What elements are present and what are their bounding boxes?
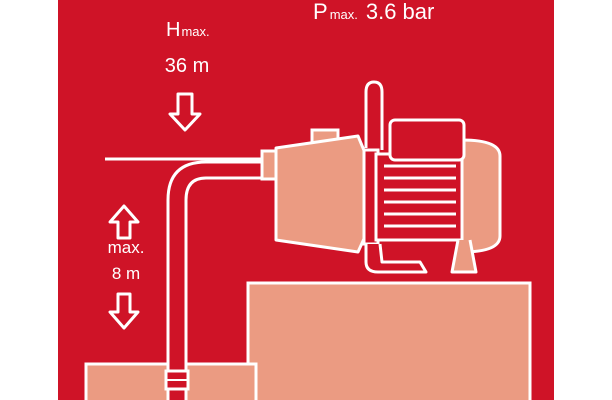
motor-end-cap bbox=[460, 138, 502, 254]
arrow-up-icon bbox=[108, 204, 140, 240]
pump-housing bbox=[274, 134, 370, 254]
head-value: 36 m bbox=[165, 55, 209, 77]
pressure-subscript: max. bbox=[330, 7, 358, 22]
head-prefix: H bbox=[166, 19, 180, 41]
suction-label-line2: 8 m bbox=[112, 264, 140, 283]
arrow-down-icon bbox=[108, 292, 140, 330]
suction-label-line1: max. bbox=[108, 238, 145, 257]
head-subscript: max. bbox=[181, 24, 209, 39]
motor-rear-foot bbox=[450, 239, 478, 274]
head-label: Hmax. bbox=[166, 19, 210, 41]
pump-outlet-pipe bbox=[364, 80, 384, 150]
pump-base-block bbox=[246, 281, 532, 400]
motor-cooling-fins bbox=[384, 164, 456, 228]
pressure-prefix: P bbox=[313, 0, 328, 24]
arrow-down-icon bbox=[168, 92, 202, 132]
pressure-value: 3.6 bar bbox=[366, 0, 435, 24]
pump-support-foot bbox=[364, 243, 428, 274]
motor-terminal-box bbox=[388, 118, 466, 162]
